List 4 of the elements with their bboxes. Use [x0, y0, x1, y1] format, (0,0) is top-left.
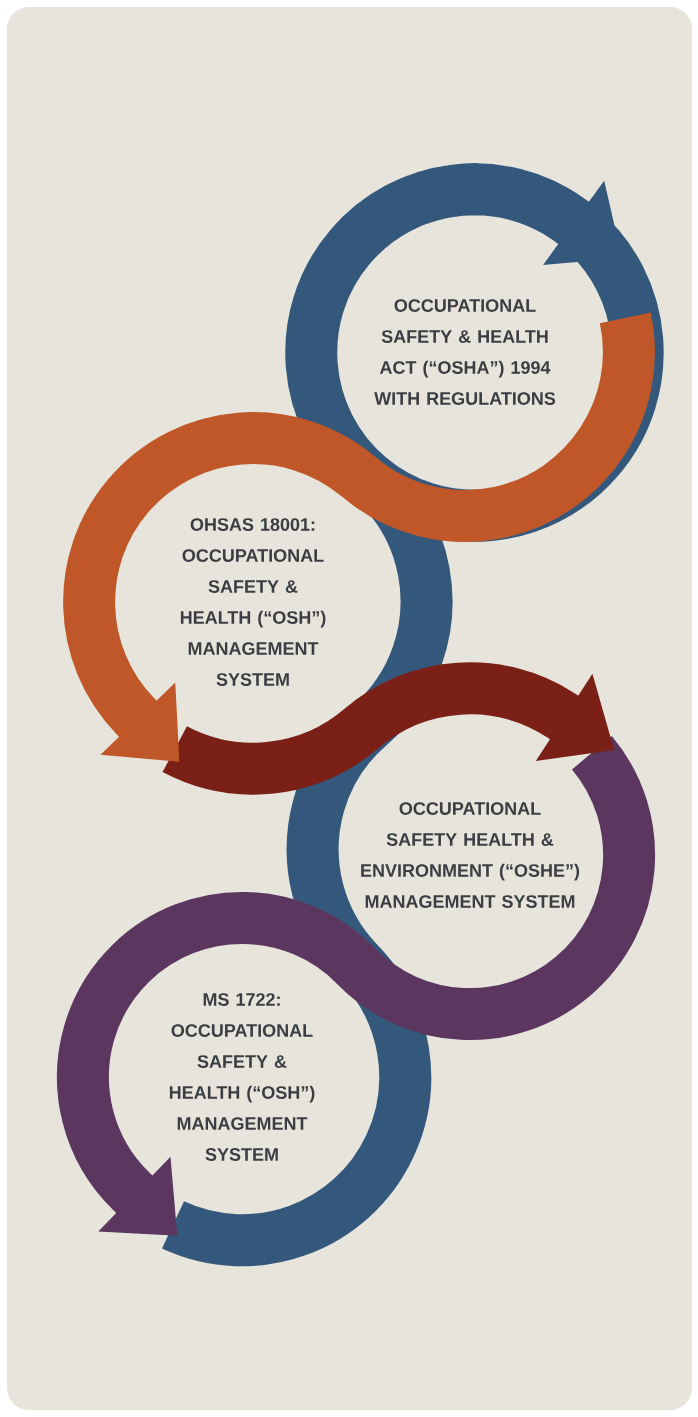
step-text: OCCUPATIONAL SAFETY HEALTH & ENVIRONMENT (“OSHE”) MANAGEMENT SYSTEM: [361, 802, 580, 908]
step-text: OHSAS 18001: OCCUPATIONAL SAFETY & HEALTH (“OSH”) MANAGEMENT SYSTEM: [180, 518, 326, 686]
step-text: OCCUPATIONAL SAFETY & HEALTH ACT (“OSHA”) 1994 WITH REGULATIONS: [374, 299, 556, 405]
step-text: MS 1722: OCCUPATIONAL SAFETY & HEALTH (“OSH”) MANAGEMENT SYSTEM: [169, 993, 315, 1161]
